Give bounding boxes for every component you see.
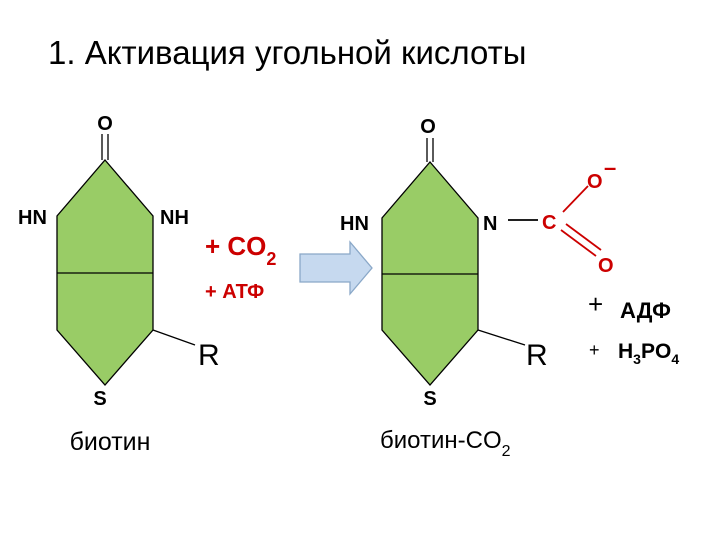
carboxybiotin-r-label: R (526, 339, 548, 372)
reaction-arrow (299, 240, 373, 296)
carboxyl-oxygen-double-label: O (598, 255, 614, 277)
carboxyl-carbon-label: C (542, 212, 556, 234)
biotin-sulfur-label: S (93, 388, 106, 410)
adp-plus-sign: + (588, 289, 603, 319)
atp-reagent-label: + АТФ (205, 281, 264, 303)
phosphate-plus-sign: + (589, 340, 600, 360)
biotin-molecule: O HN NH S R биотин (18, 113, 220, 456)
co2-reagent-label: + CO2 (205, 231, 276, 269)
reagents: + CO2 + АТФ (205, 231, 276, 303)
carboxybiotin-hn-label: HN (340, 213, 369, 235)
carboxybiotin-caption: биотин-CO2 (380, 427, 511, 460)
phosphate-label: H3PO4 (618, 340, 679, 367)
carboxybiotin-oxygen-label: O (420, 116, 436, 138)
biotin-nh-label: NH (160, 207, 189, 229)
carboxyl-oxygen-minus-label: O (587, 171, 603, 193)
carboxybiotin-molecule: O HN N S R C O – O биотин-CO2 (340, 116, 616, 460)
biotin-hn-label: HN (18, 207, 47, 229)
negative-charge-label: – (604, 155, 616, 180)
page-title: 1. Активация угольной кислоты (48, 34, 526, 71)
carboxybiotin-sulfur-label: S (423, 388, 436, 410)
products: + АДФ + H3PO4 (588, 289, 679, 367)
adp-label: АДФ (620, 298, 671, 323)
biotin-r-label: R (198, 339, 220, 372)
biotin-oxygen-label: O (97, 113, 113, 135)
carboxybiotin-n-label: N (483, 213, 497, 235)
biotin-caption: биотин (70, 428, 151, 456)
